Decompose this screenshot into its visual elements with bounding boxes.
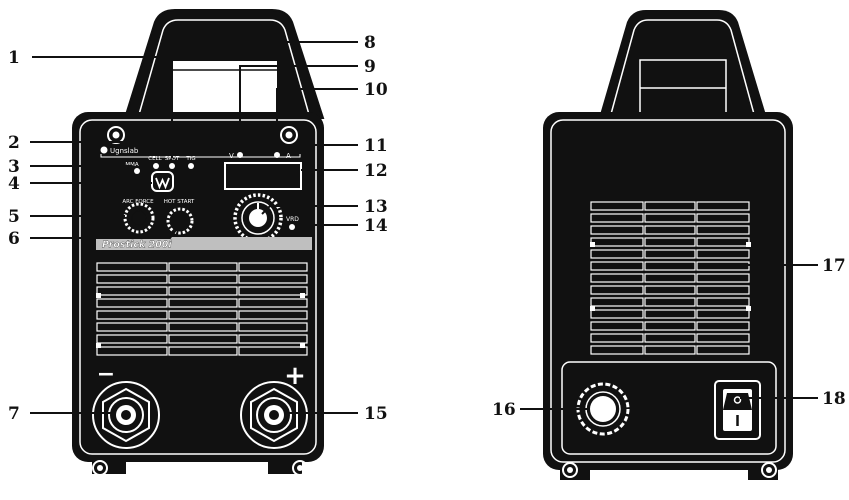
volts-label: V <box>229 152 234 160</box>
callout-15: 15 <box>364 404 388 424</box>
volts-led-icon <box>237 152 243 158</box>
callout-11: 11 <box>364 136 388 156</box>
hot-start-knob[interactable] <box>166 207 194 235</box>
callout-18: 18 <box>822 389 846 409</box>
callout-10: 10 <box>364 80 388 100</box>
gas-inlet[interactable] <box>576 382 630 436</box>
vrd-led-icon <box>289 224 295 230</box>
back-vent-grille <box>590 201 750 355</box>
spot-led-icon <box>169 163 175 169</box>
screw-icon <box>562 462 578 478</box>
callout-1: 1 <box>8 48 20 68</box>
tig-led-icon <box>188 163 194 169</box>
plus-symbol: + <box>284 361 306 391</box>
leader-6 <box>30 229 177 239</box>
mode-label-cell: CELL <box>148 156 162 162</box>
screw-icon <box>92 460 108 476</box>
callout-14: 14 <box>364 216 388 236</box>
callout-16: 16 <box>492 400 516 420</box>
front-vent-grille <box>96 262 308 356</box>
callout-2: 2 <box>8 133 20 153</box>
brand-label: Ugnslab <box>110 147 139 155</box>
arc-force-knob[interactable] <box>123 202 155 234</box>
callout-3: 3 <box>8 157 20 177</box>
front-view: Ugnslab MMA CELL SPOT TIG V A ARC FORCE … <box>72 9 325 476</box>
callout-13: 13 <box>364 197 388 217</box>
model-band <box>96 237 312 250</box>
callout-9: 9 <box>364 57 376 77</box>
mode-label-spot: SPOT <box>165 156 180 162</box>
leader-lines <box>30 41 818 414</box>
brand-logo-icon <box>100 146 108 154</box>
hot-start-label: HOT START <box>164 199 195 205</box>
vrd-label: VRD <box>286 216 299 223</box>
callout-labels: 1 2 3 4 5 6 7 8 9 10 11 12 13 14 15 16 1… <box>8 33 846 424</box>
callout-8: 8 <box>364 33 376 53</box>
leader-9 <box>239 65 358 152</box>
mode-icon <box>155 177 170 190</box>
leader-1 <box>32 56 173 158</box>
mma-led-icon <box>134 168 140 174</box>
callout-4: 4 <box>8 174 20 194</box>
leader-2 <box>30 141 154 154</box>
model-label: Prostick 200i <box>102 240 172 251</box>
minus-symbol: − <box>97 362 115 387</box>
leader-10 <box>276 88 358 152</box>
arc-force-label: ARC FORCE <box>122 199 154 205</box>
mode-label-mma: MMA <box>125 162 138 168</box>
callout-12: 12 <box>364 161 388 181</box>
back-view <box>543 10 793 480</box>
digital-display <box>224 162 302 190</box>
back-handle <box>597 10 769 125</box>
screw-icon <box>761 462 777 478</box>
amps-led-icon <box>274 152 280 158</box>
leader-11 <box>299 144 358 154</box>
handle-grip-gap <box>169 59 279 119</box>
callout-17: 17 <box>822 256 846 276</box>
cell-led-icon <box>153 163 159 169</box>
screw-icon <box>292 460 308 476</box>
leader-13 <box>261 205 358 215</box>
screw-icon <box>280 126 298 144</box>
mode-select-button[interactable] <box>151 171 174 192</box>
power-off-icon <box>733 396 742 404</box>
negative-terminal[interactable] <box>92 381 160 449</box>
positive-terminal[interactable] <box>240 381 308 449</box>
amps-label: A <box>286 152 291 160</box>
callout-6: 6 <box>8 229 20 249</box>
mode-label-tig: TIG <box>185 156 195 162</box>
callout-5: 5 <box>8 207 20 227</box>
callout-7: 7 <box>8 404 20 424</box>
